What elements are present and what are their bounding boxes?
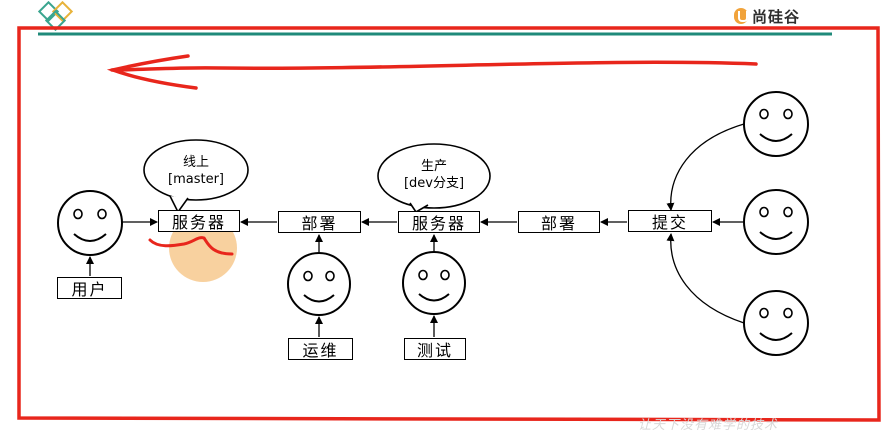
node-server-prod: 服务器 (158, 210, 240, 232)
red-frame (17, 26, 881, 422)
node-deploy-dev: 部署 (518, 211, 600, 233)
red-underline-scribble (148, 236, 234, 256)
bubble-production-line2: [dev分支] (403, 176, 465, 191)
bubble-online (143, 139, 249, 214)
bubble-online-line1: 线上 (182, 155, 209, 170)
arrow-top-dev-to-commit (666, 123, 745, 211)
red-arrow-stroke (110, 60, 758, 72)
brand-logo-icon (734, 8, 748, 24)
node-ops: 运维 (288, 338, 353, 360)
smiley-ops-icon (287, 252, 351, 316)
node-commit: 提交 (628, 210, 712, 232)
bubble-production-line1: 生产 (420, 159, 447, 174)
logo-diamond-icon (37, 0, 74, 32)
node-user: 用户 (57, 277, 122, 299)
footer-slogan: 让天下没有难学的技术 (638, 418, 779, 433)
smiley-test-icon (402, 251, 466, 315)
arrow-bottom-dev-to-commit (666, 233, 745, 324)
node-deploy-ops: 部署 (278, 211, 361, 233)
smiley-dev-bottom-icon (743, 290, 809, 356)
node-server-test: 服务器 (398, 211, 480, 233)
bubble-online-line2: [master] (168, 172, 224, 187)
smiley-dev-middle-icon (743, 189, 809, 255)
brand-name: 尚硅谷 (752, 8, 801, 26)
smiley-dev-top-icon (743, 91, 809, 157)
bubble-production-text: 生产 [dev分支] (382, 158, 486, 192)
bubble-production (377, 143, 491, 214)
bubble-online-text: 线上 [master] (150, 154, 242, 188)
node-test: 测试 (404, 338, 466, 360)
red-arrow-head (106, 54, 198, 90)
smiley-user-icon (57, 190, 123, 256)
